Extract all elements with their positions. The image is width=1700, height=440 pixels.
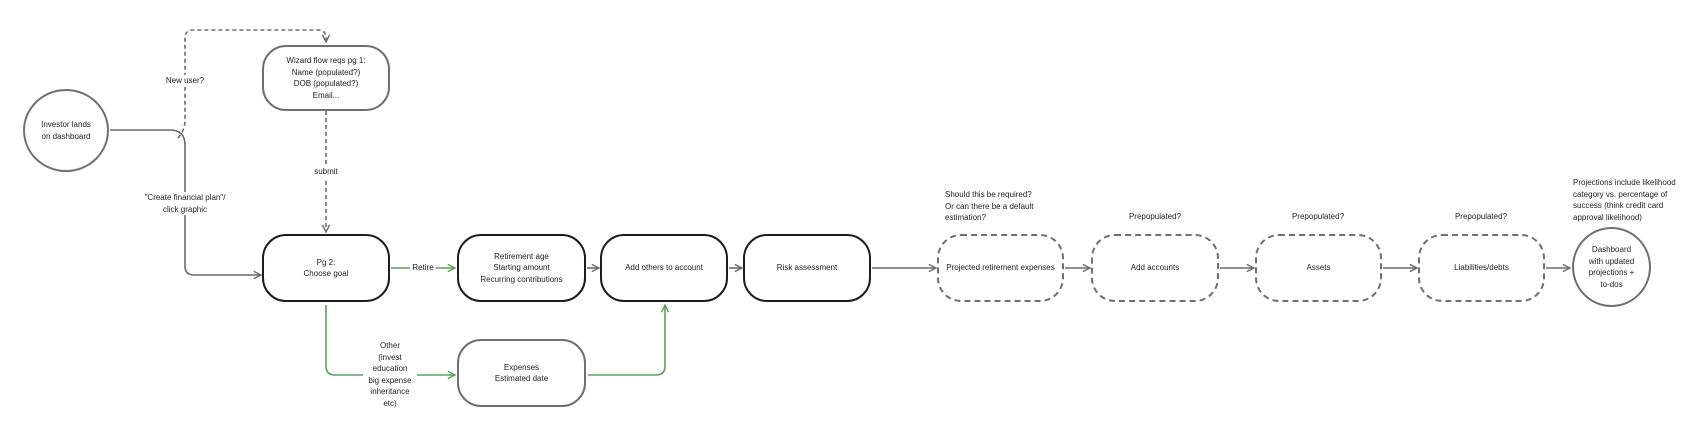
- edge-expenses-add-others: [588, 305, 665, 376]
- node-projected-expenses: Projected retirement expenses: [937, 234, 1064, 302]
- label-retire: Retire: [410, 262, 436, 274]
- node-risk-assessment: Risk assessment: [743, 234, 871, 302]
- node-retirement: Retirement age Starting amount Recurring…: [457, 234, 586, 302]
- note-prepop-assets: Prepopulated?: [1291, 212, 1345, 221]
- note-prepop-liabilities: Prepopulated?: [1454, 212, 1508, 221]
- edge-new-user: [177, 29, 326, 139]
- edge-other: [325, 305, 455, 375]
- label-submit: submit: [309, 166, 343, 178]
- node-add-accounts: Add accounts: [1091, 234, 1219, 302]
- label-create-financial-plan: "Create financial plan"/ click graphic: [137, 192, 233, 215]
- note-should-required: Should this be required? Or can there be…: [945, 190, 1034, 222]
- node-pg2-choose-goal: Pg 2: Choose goal: [262, 234, 390, 302]
- node-liabilities: Liabilities/debts: [1418, 234, 1545, 302]
- label-new-user: New user?: [163, 75, 207, 87]
- node-wizard-pg1: Wizard flow reqs pg 1: Name (populated?)…: [262, 45, 390, 111]
- node-dashboard-updated: Dashboard with updated projections + to-…: [1572, 227, 1651, 307]
- node-expenses: Expenses Estimated date: [457, 339, 586, 407]
- note-prepop-accounts: Prepopulated?: [1128, 212, 1182, 221]
- node-assets: Assets: [1255, 234, 1382, 302]
- label-other: Other (invest education big expense inhe…: [363, 340, 417, 409]
- edge-create-plan: [169, 129, 261, 275]
- node-investor-lands: Investor lands on dashboard: [23, 89, 109, 172]
- note-projections: Projections include likelihood category …: [1573, 178, 1676, 222]
- node-add-others: Add others to account: [600, 234, 728, 302]
